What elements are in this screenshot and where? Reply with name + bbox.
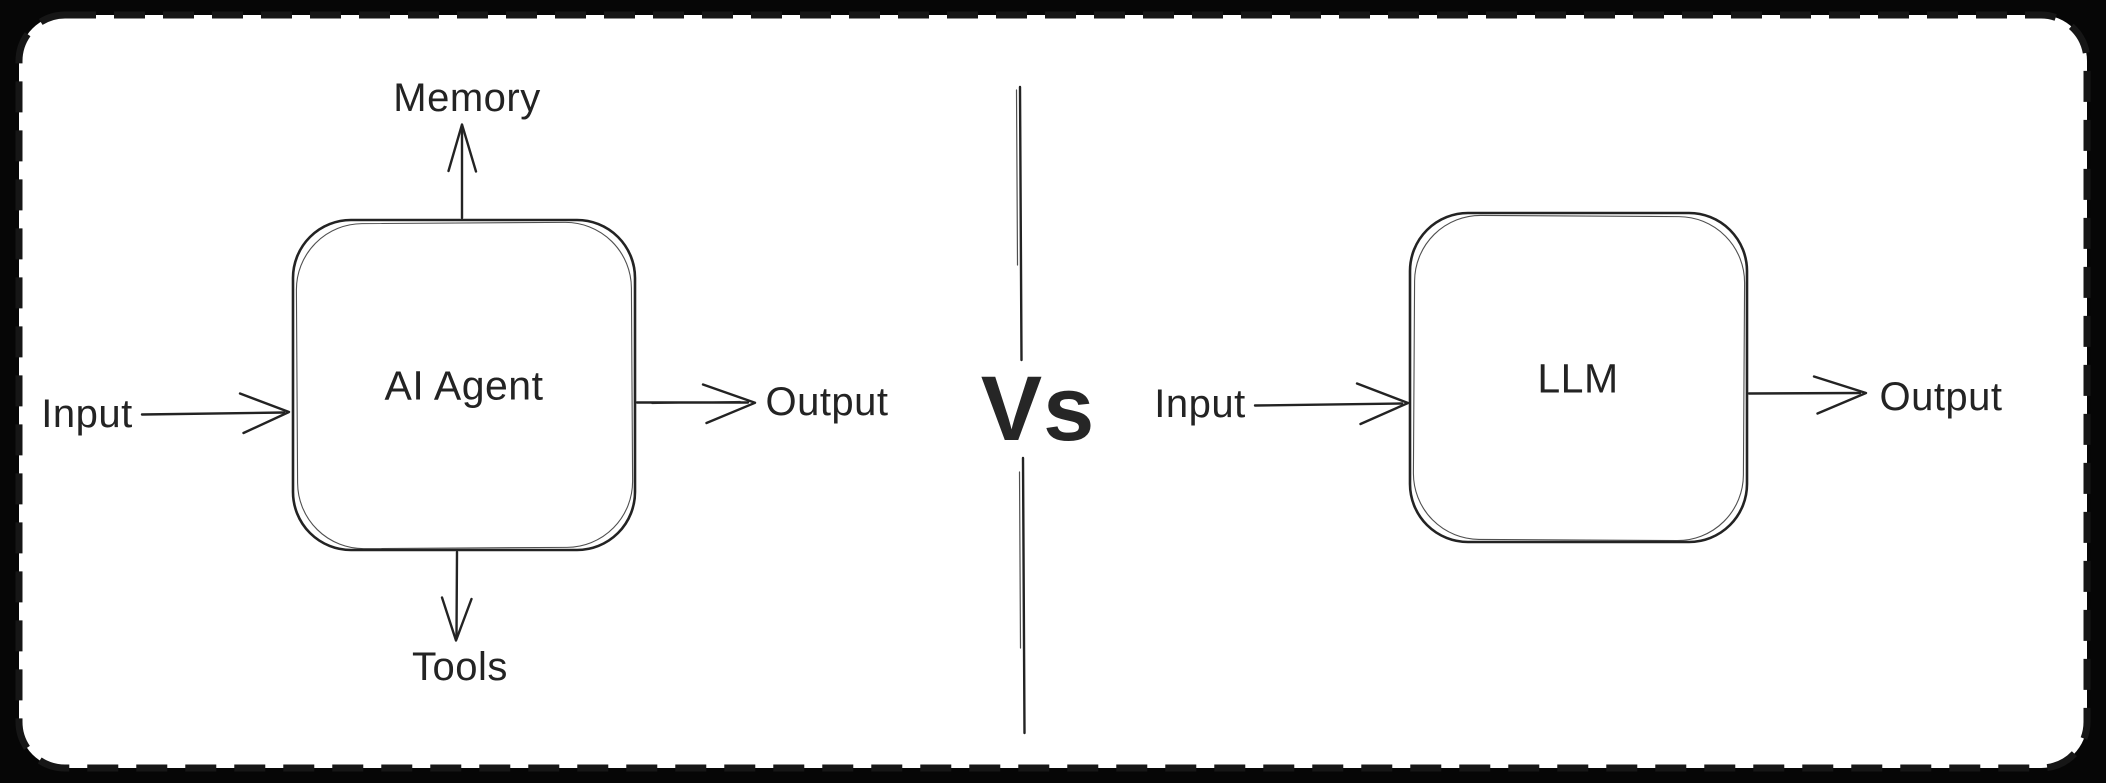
tools-arrow bbox=[440, 550, 473, 642]
input-arrow-left bbox=[140, 392, 291, 435]
input-label-right: Input bbox=[1154, 382, 1246, 426]
memory-arrow bbox=[447, 123, 478, 220]
tools-label: Tools bbox=[412, 645, 508, 689]
output-arrow-right bbox=[1747, 375, 1868, 415]
llm-box-label: LLM bbox=[1537, 355, 1619, 402]
divider-line-top bbox=[1015, 85, 1023, 362]
output-arrow-left bbox=[635, 383, 757, 425]
input-label-left: Input bbox=[41, 392, 133, 436]
divider-line-bottom bbox=[1018, 456, 1026, 735]
ai-agent-box-label: AI Agent bbox=[384, 362, 544, 409]
llm-box bbox=[1408, 211, 1749, 544]
memory-label: Memory bbox=[393, 76, 541, 120]
input-arrow-right bbox=[1253, 382, 1410, 426]
card-dashed-border bbox=[15, 11, 2091, 772]
ai-agent-box bbox=[291, 218, 637, 552]
vs-label: Vs bbox=[980, 358, 1096, 460]
output-label-left: Output bbox=[765, 380, 889, 424]
output-label-right: Output bbox=[1879, 375, 2003, 419]
